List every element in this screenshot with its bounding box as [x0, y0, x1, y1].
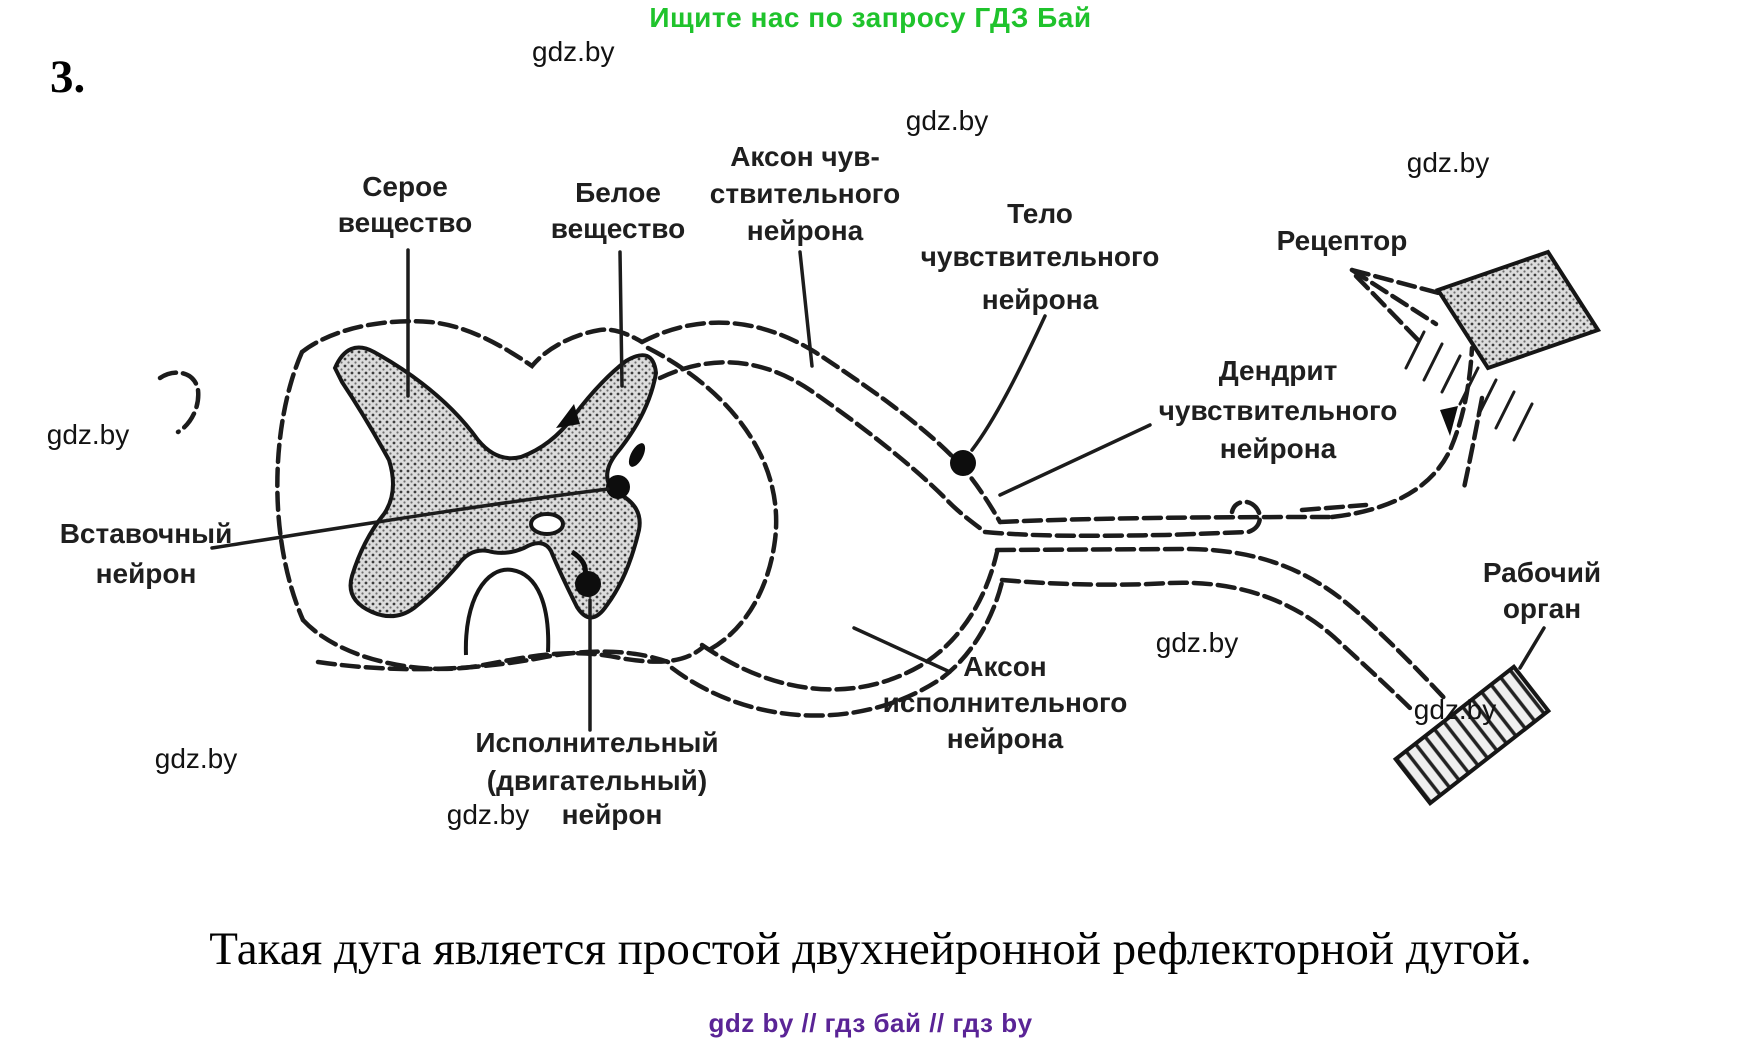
label-sensory-body-1: Тело — [1007, 198, 1073, 229]
label-gray-matter-2: вещество — [338, 207, 472, 238]
motor-neuron-body-dot — [575, 571, 601, 597]
ventral-root-outer-curve — [699, 549, 1000, 692]
label-executive-neuron-2: (двигательный) — [487, 765, 707, 796]
bottom-wavy-line — [315, 649, 671, 672]
sensory-body-pointer — [970, 314, 1047, 452]
axon-terminal-blob — [628, 443, 646, 467]
label-executive-neuron-3: нейрон — [562, 799, 663, 830]
sensory-axon-pointer — [798, 250, 814, 368]
label-executive-axon-2: исполнительного — [883, 687, 1128, 718]
interneuron-synapse-dot — [606, 475, 630, 499]
watermark-mid-right: gdz.by — [1156, 627, 1239, 658]
watermark-left: gdz.by — [47, 419, 130, 450]
receptor-skin-patch — [1434, 249, 1602, 371]
small-dash-line — [1299, 502, 1369, 513]
label-gray-matter-1: Серое — [362, 171, 448, 202]
label-working-organ-2: орган — [1503, 593, 1581, 624]
impulse-direction-arrow — [1440, 406, 1458, 436]
figure-caption: Такая дуга является простой двухнейронно… — [209, 923, 1532, 975]
receptor-fork-line-1 — [1349, 267, 1453, 299]
receptor-hatch-marks — [1404, 330, 1534, 442]
ventral-root-inner-curve — [669, 579, 1005, 718]
spinal-cord-outline-top — [299, 319, 645, 370]
working-organ-pointer — [1518, 626, 1546, 670]
white-matter-pointer — [618, 250, 624, 388]
label-sensory-body-2: чувствительного — [921, 241, 1160, 272]
label-working-organ-1: Рабочий — [1483, 557, 1601, 588]
dendrite-to-receptor-curve — [1329, 345, 1475, 520]
label-sensory-axon-1: Аксон чув- — [730, 141, 880, 172]
sensory-neuron-body-dot — [950, 450, 976, 476]
exercise-number: 3. — [50, 51, 86, 103]
sensory-dendrite-pointer — [998, 423, 1152, 497]
axon-to-organ-curve-2 — [999, 577, 1417, 715]
nerve-bundle-upper-line-hook — [982, 499, 1262, 539]
working-organ-muscle — [1392, 663, 1552, 807]
spinal-cord-outline-left — [275, 349, 306, 623]
promo-text: Ищите нас по запросу ГДЗ Бай — [649, 2, 1092, 33]
dorsal-root-inner-curve — [657, 360, 988, 535]
axon-to-organ-curve-1 — [994, 546, 1450, 704]
footer-watermark: gdz by // гдз бай // гдз by — [708, 1008, 1033, 1038]
watermark-upper-middle: gdz.by — [906, 105, 989, 136]
label-sensory-dendrite-1: Дендрит — [1219, 355, 1338, 386]
left-hook-line — [157, 370, 201, 435]
label-white-matter-2: вещество — [551, 213, 685, 244]
interneuron-pointer — [210, 487, 610, 550]
label-interneuron-2: нейрон — [96, 558, 197, 589]
watermark-bottom-center: gdz.by — [447, 799, 530, 830]
label-receptor: Рецептор — [1277, 225, 1408, 256]
label-white-matter-1: Белое — [575, 177, 661, 208]
receptor-descending-line — [1461, 395, 1485, 491]
label-sensory-axon-3: нейрона — [747, 215, 864, 246]
sensory-terminal-arrowhead — [556, 404, 580, 428]
label-executive-neuron-1: Исполнительный — [475, 727, 718, 758]
label-executive-axon-1: Аксон — [963, 651, 1046, 682]
label-interneuron-1: Вставочный — [60, 518, 233, 549]
receptor-fork-line-2 — [1349, 267, 1439, 327]
nerve-bundle-upper-line — [997, 514, 1335, 525]
central-canal — [529, 512, 565, 536]
label-sensory-body-3: нейрона — [982, 284, 1099, 315]
label-executive-axon-3: нейрона — [947, 723, 1064, 754]
label-sensory-dendrite-3: нейрона — [1220, 433, 1337, 464]
anterior-median-fissure — [463, 567, 551, 656]
watermark-lower-left: gdz.by — [155, 743, 238, 774]
receptor-fork-line-3 — [1353, 273, 1423, 345]
watermark-upper-right: gdz.by — [1407, 147, 1490, 178]
spinal-cord-inner-right-edge — [645, 345, 779, 655]
watermark-lower-right: gdz.by — [1414, 694, 1497, 725]
watermark-top: gdz.by — [532, 36, 615, 67]
label-sensory-axon-2: ствительного — [710, 178, 900, 209]
label-sensory-dendrite-2: чувствительного — [1159, 395, 1398, 426]
dorsal-root-outer-curve — [639, 320, 1003, 525]
executive-axon-pointer — [852, 626, 952, 674]
